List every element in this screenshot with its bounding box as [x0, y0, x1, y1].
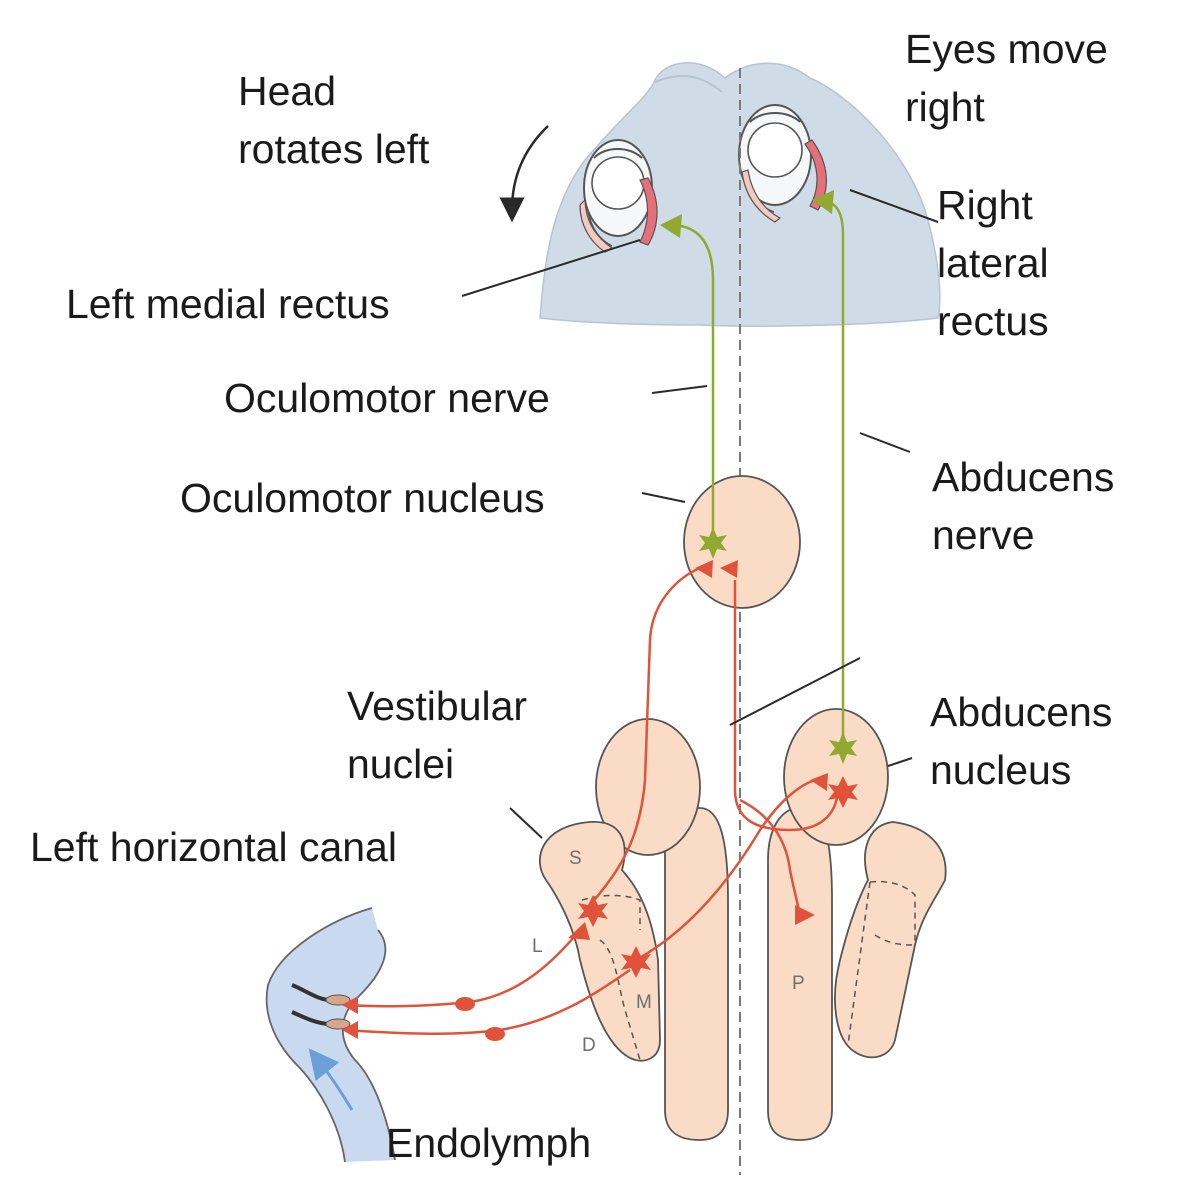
oculomotor-motor-terminal [660, 214, 682, 238]
nucleus-label-s: S [569, 848, 582, 869]
oculomotor-nucleus-label: Oculomotor nucleus [180, 475, 545, 521]
head-rotates-label-line2: rotates left [238, 126, 430, 172]
vestibular-nuclei-label-line1: Vestibular [347, 683, 528, 729]
brainstem-nuclei [538, 475, 947, 1141]
eyes-move-label-line2: right [905, 84, 985, 130]
rotation-arrow [499, 125, 549, 223]
right-eye [738, 104, 812, 213]
abducens-nerve-label-line1: Abducens [932, 454, 1115, 500]
left-horizontal-canal-label: Left horizontal canal [30, 824, 397, 870]
vestibular-neurons [578, 776, 858, 978]
contralateral-projection [739, 798, 802, 916]
nucleus-label-p: P [792, 973, 805, 994]
right-lateral-rectus-label-line2: lateral [937, 240, 1049, 286]
nucleus-label-m: M [636, 992, 652, 1013]
nucleus-label-l: L [532, 936, 543, 957]
ganglion-cell-bodies [455, 997, 505, 1041]
endolymph-label: Endolymph [386, 1120, 592, 1166]
leader-lines [461, 189, 939, 839]
interneuron-projection [733, 580, 840, 832]
synaptic-terminals [342, 560, 828, 1039]
eyes-move-label-line1: Eyes move [905, 26, 1108, 72]
nucleus-label-d: D [582, 1035, 596, 1056]
head-rotates-label-line1: Head [238, 68, 337, 114]
right-lateral-rectus-muscle [804, 139, 827, 211]
right-medial-rectus [741, 169, 782, 223]
abducens-motor-terminal [812, 190, 834, 214]
oculomotor-nerve-label: Oculomotor nerve [224, 375, 550, 421]
left-medial-rectus-muscle [639, 177, 658, 246]
oculomotor-motor-neuron [699, 527, 727, 559]
ascending-tract [589, 564, 706, 906]
left-horizontal-canal [265, 907, 396, 1163]
abducens-motor-neuron [829, 732, 857, 764]
endolymph-flow-arrow [308, 1048, 354, 1111]
abducens-nerve-label-line2: nerve [932, 512, 1035, 558]
nucleus-subdivisions [581, 880, 916, 1061]
crossing-to-abducens [635, 778, 816, 962]
vestibular-nuclei-label-line2: nuclei [347, 741, 455, 787]
abducens-nucleus-label-line1: Abducens [930, 689, 1113, 735]
right-lateral-rectus-label-line3: rectus [937, 298, 1049, 344]
head [539, 62, 941, 327]
left-medial-rectus-label: Left medial rectus [66, 281, 390, 327]
right-lateral-rectus-label-line1: Right [937, 182, 1033, 228]
abducens-nucleus-label-line2: nucleus [930, 747, 1072, 793]
